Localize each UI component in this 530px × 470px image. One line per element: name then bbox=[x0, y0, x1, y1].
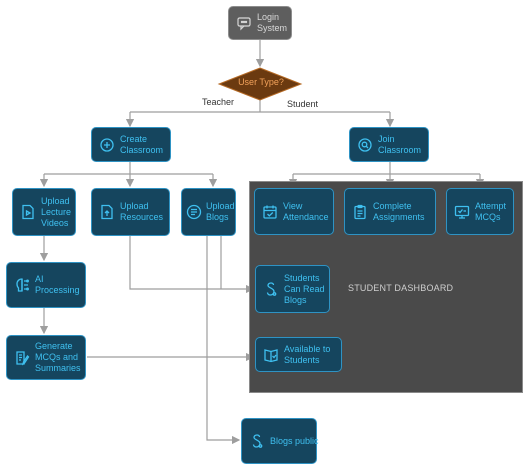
node-generate-mcqs-summaries[interactable]: Generate MCQs and Summaries bbox=[6, 335, 86, 380]
edge-join-branches bbox=[293, 162, 480, 175]
calendar-check-icon bbox=[262, 204, 278, 220]
search-circle-icon bbox=[357, 137, 373, 153]
node-label: Upload Blogs bbox=[206, 201, 235, 222]
blog-document-icon bbox=[186, 204, 202, 220]
node-available-to-students[interactable]: Available to Students bbox=[255, 337, 342, 372]
node-label: AI Processing bbox=[35, 274, 80, 295]
dashboard-label: STUDENT DASHBOARD bbox=[348, 283, 454, 293]
node-label: Complete Assignments bbox=[373, 200, 425, 222]
student-edge-label: Student bbox=[287, 99, 319, 109]
edge-decision-split bbox=[130, 100, 390, 113]
node-attempt-mcqs[interactable]: Attempt MCQs bbox=[446, 188, 514, 235]
edge-resources-read bbox=[129, 236, 255, 294]
blog-chain-icon bbox=[249, 433, 265, 449]
node-complete-assignments[interactable]: Complete Assignments bbox=[344, 188, 436, 235]
node-blogs-public[interactable]: Blogs public bbox=[241, 418, 319, 464]
node-label: Join Classroom bbox=[378, 133, 422, 155]
blog-chain-icon bbox=[263, 281, 279, 297]
decision-label: User Type? bbox=[238, 77, 284, 87]
edge-create-branches bbox=[44, 162, 213, 175]
decision-diamond bbox=[217, 67, 303, 101]
node-label: Students Can Read Blogs bbox=[284, 272, 325, 305]
edge-blogs-public bbox=[206, 236, 241, 445]
chat-bubble-icon bbox=[236, 15, 252, 31]
node-label: Generate MCQs and Summaries bbox=[35, 341, 81, 373]
quiz-monitor-icon bbox=[454, 204, 470, 220]
upload-file-icon bbox=[99, 204, 115, 220]
node-login-system[interactable]: Login System bbox=[228, 6, 292, 40]
node-label: View Attendance bbox=[283, 200, 329, 222]
brain-circuit-icon bbox=[14, 277, 30, 293]
node-label: Upload Resources bbox=[120, 201, 164, 222]
add-circle-icon bbox=[99, 137, 115, 153]
node-label: Create Classroom bbox=[120, 133, 164, 155]
node-students-read-blogs[interactable]: Students Can Read Blogs bbox=[255, 265, 330, 313]
node-view-attendance[interactable]: View Attendance bbox=[254, 188, 334, 235]
clipboard-icon bbox=[352, 204, 368, 220]
node-join-classroom[interactable]: Join Classroom bbox=[349, 127, 429, 162]
node-label: Login System bbox=[257, 12, 288, 33]
node-ai-processing[interactable]: AI Processing bbox=[6, 262, 86, 308]
node-label: Blogs public bbox=[270, 435, 319, 446]
teacher-edge-label: Teacher bbox=[202, 97, 235, 107]
node-label: Upload Lecture Videos bbox=[41, 195, 72, 228]
node-create-classroom[interactable]: Create Classroom bbox=[91, 127, 171, 162]
node-label: Available to Students bbox=[284, 343, 331, 365]
node-upload-lecture-videos[interactable]: Upload Lecture Videos bbox=[12, 188, 76, 236]
node-upload-resources[interactable]: Upload Resources bbox=[91, 188, 170, 236]
document-edit-icon bbox=[14, 350, 30, 366]
node-upload-blogs[interactable]: Upload Blogs bbox=[181, 188, 236, 236]
book-check-icon bbox=[263, 347, 279, 363]
node-label: Attempt MCQs bbox=[475, 200, 507, 222]
video-file-icon bbox=[20, 204, 36, 220]
